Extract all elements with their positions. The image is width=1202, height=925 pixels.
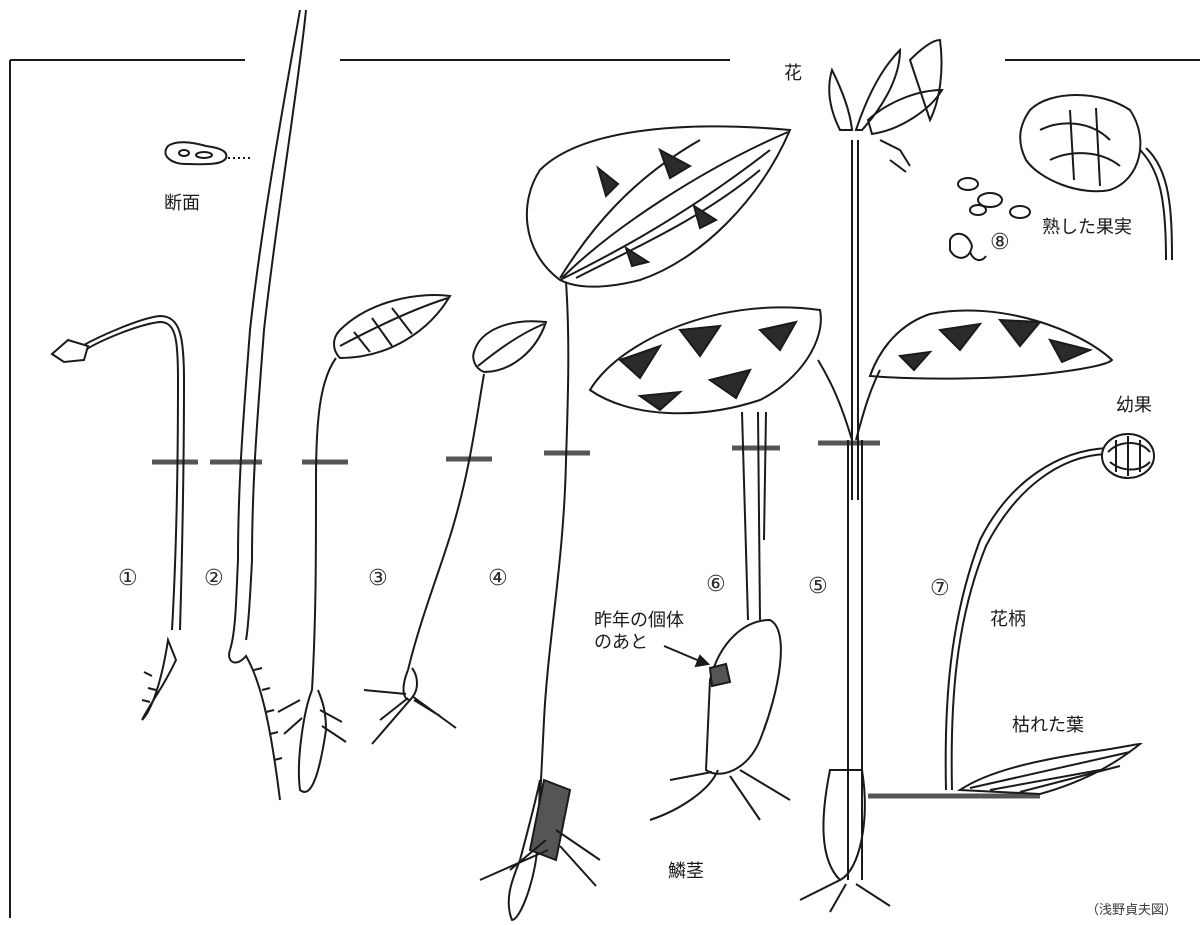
stage-number-2: ② bbox=[204, 568, 224, 590]
label-bulb: 鱗茎 bbox=[668, 862, 704, 882]
seedling-stage-3b bbox=[364, 321, 546, 744]
stage-number-7: ⑦ bbox=[930, 578, 950, 600]
label-withered-leaves: 枯れた葉 bbox=[1012, 716, 1084, 736]
label-flower: 花 bbox=[784, 64, 802, 84]
label-last-year-trace-text: 昨年の個体 のあと bbox=[594, 610, 684, 653]
stage-number-3: ③ bbox=[368, 568, 388, 590]
label-ripe-fruit: 熟した果実 bbox=[1042, 218, 1132, 238]
stage-number-4: ④ bbox=[488, 568, 508, 590]
stage-number-6: ⑥ bbox=[706, 574, 726, 596]
cross-section bbox=[165, 142, 250, 164]
label-pedicel: 花柄 bbox=[990, 610, 1026, 630]
label-last-year-trace: 昨年の個体 のあと bbox=[594, 610, 704, 654]
stage-number-5: ⑤ bbox=[808, 576, 828, 598]
young-fruit-stage-7 bbox=[946, 434, 1154, 790]
label-young-fruit: 幼果 bbox=[1116, 396, 1152, 416]
leaf-stage-4 bbox=[480, 126, 790, 920]
stage-number-8: ⑧ bbox=[990, 232, 1010, 254]
seedling-stage-1 bbox=[52, 316, 184, 720]
label-cross-section: 断面 bbox=[164, 194, 200, 214]
withered-leaves bbox=[960, 744, 1140, 794]
seedling-stage-3 bbox=[278, 295, 450, 792]
seedling-stage-2 bbox=[229, 10, 306, 800]
stage-number-1: ① bbox=[118, 568, 138, 590]
illustrator-credit: （浅野貞夫図） bbox=[1086, 904, 1177, 918]
